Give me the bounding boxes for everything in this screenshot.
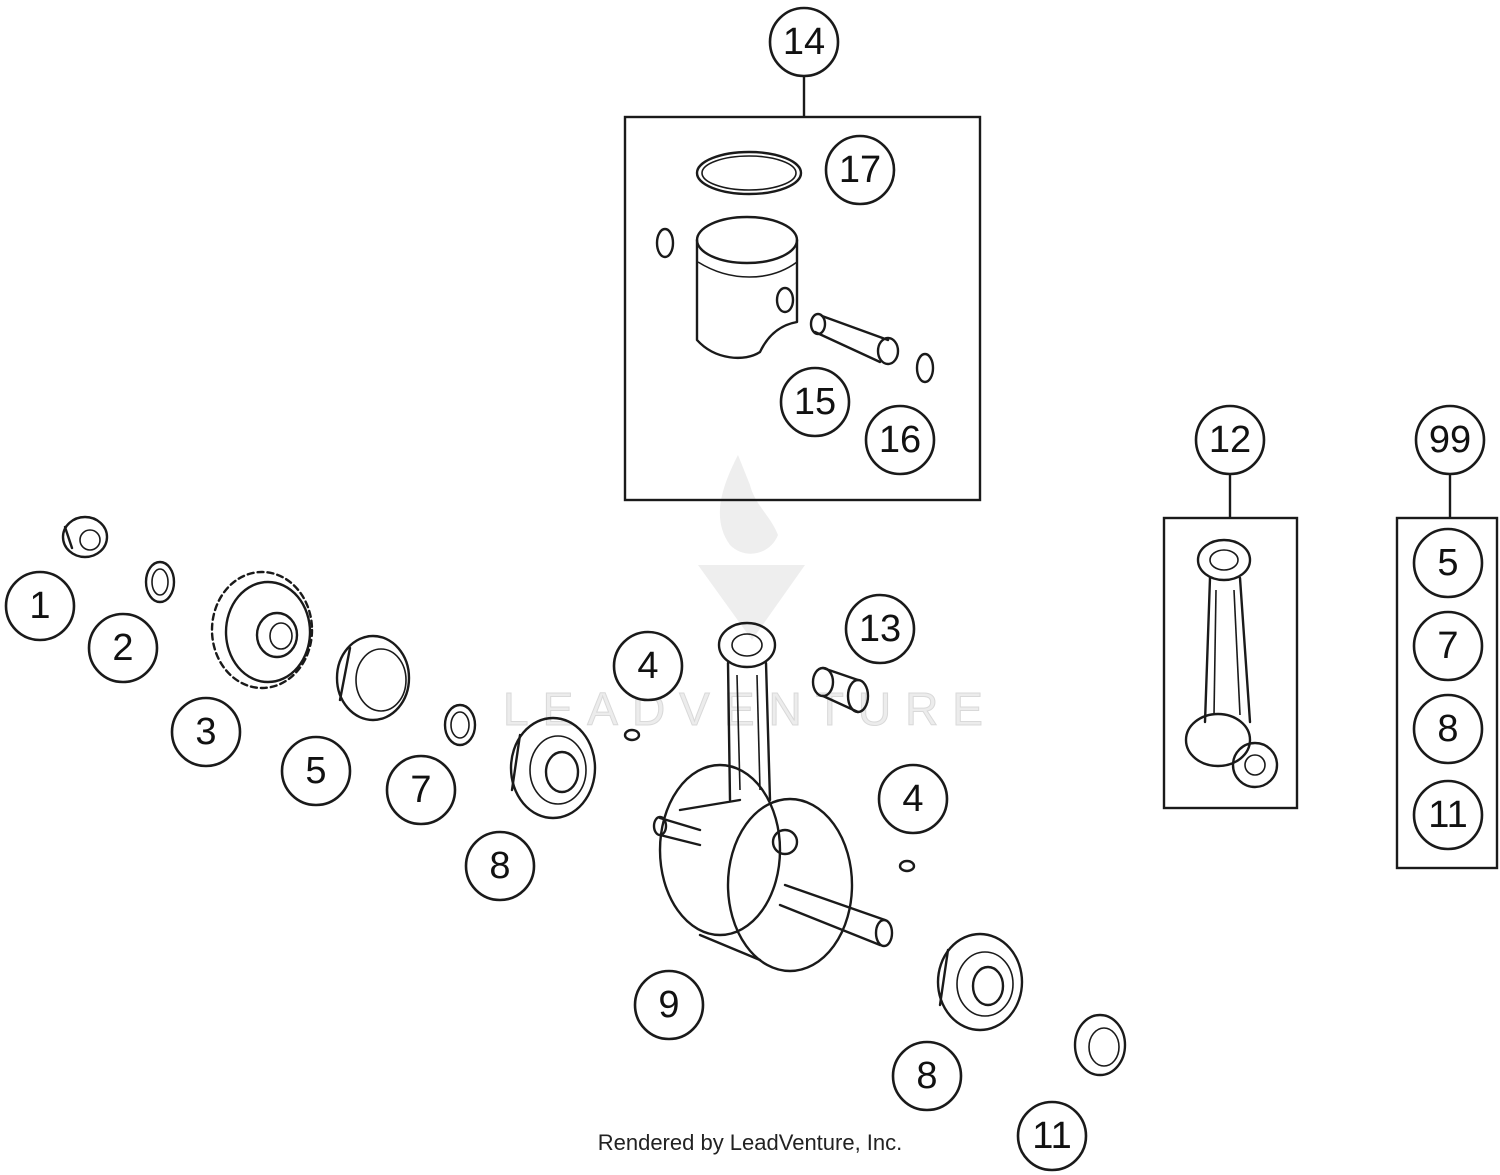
svg-text:4: 4 xyxy=(637,645,658,687)
main-bearing-left xyxy=(509,716,597,820)
kit-99-box xyxy=(1395,516,1499,870)
callout-3[interactable]: 3 xyxy=(170,696,242,768)
svg-text:4: 4 xyxy=(902,778,923,820)
callout-1[interactable]: 1 xyxy=(4,570,76,642)
svg-text:8: 8 xyxy=(1437,708,1458,750)
svg-text:16: 16 xyxy=(879,419,921,461)
spacer-ring xyxy=(443,703,477,747)
callout-11[interactable]: 11 xyxy=(1016,1100,1088,1172)
connecting-rod-spare xyxy=(1184,538,1279,789)
svg-text:9: 9 xyxy=(658,984,679,1026)
callout-99-7[interactable]: 7 xyxy=(1412,610,1484,682)
svg-text:7: 7 xyxy=(410,769,431,811)
piston-ring xyxy=(695,150,803,196)
lock-washer xyxy=(144,560,176,604)
callout-8-right[interactable]: 8 xyxy=(891,1040,963,1112)
svg-text:3: 3 xyxy=(195,711,216,753)
callout-99-5[interactable]: 5 xyxy=(1412,527,1484,599)
callout-99-11[interactable]: 11 xyxy=(1412,779,1484,851)
shaft-seal xyxy=(335,634,411,722)
svg-text:5: 5 xyxy=(1437,542,1458,584)
svg-text:13: 13 xyxy=(859,608,901,650)
kit-12-box xyxy=(1162,516,1299,810)
kit-14-group xyxy=(623,76,982,502)
crankshaft xyxy=(652,621,894,973)
kit-14-box xyxy=(623,115,982,502)
callout-15[interactable]: 15 xyxy=(779,366,851,438)
callout-2[interactable]: 2 xyxy=(87,612,159,684)
callout-99[interactable]: 99 xyxy=(1414,404,1486,476)
woodruff-key-upper xyxy=(623,728,641,742)
svg-text:8: 8 xyxy=(489,845,510,887)
footer-credit: Rendered by LeadVenture, Inc. xyxy=(598,1130,903,1155)
needle-bearing xyxy=(811,666,870,714)
svg-text:15: 15 xyxy=(794,381,836,423)
piston xyxy=(655,215,799,359)
callout-14[interactable]: 14 xyxy=(768,6,840,78)
svg-text:2: 2 xyxy=(112,627,133,669)
woodruff-key-lower xyxy=(898,859,916,873)
svg-text:14: 14 xyxy=(783,21,825,63)
kit-12-group xyxy=(1162,474,1299,810)
callout-16[interactable]: 16 xyxy=(864,404,936,476)
svg-text:8: 8 xyxy=(916,1055,937,1097)
nut xyxy=(61,515,109,559)
callout-4-upper[interactable]: 4 xyxy=(612,630,684,702)
svg-text:99: 99 xyxy=(1429,419,1471,461)
callout-99-8[interactable]: 8 xyxy=(1412,693,1484,765)
svg-text:17: 17 xyxy=(839,149,881,191)
callout-8-left[interactable]: 8 xyxy=(464,830,536,902)
callout-12[interactable]: 12 xyxy=(1194,404,1266,476)
main-bearing-right xyxy=(936,932,1024,1032)
svg-text:11: 11 xyxy=(1032,1115,1071,1157)
small-bearing xyxy=(1073,1013,1127,1077)
wrist-pin xyxy=(809,312,900,366)
circlips xyxy=(915,352,935,384)
svg-text:1: 1 xyxy=(29,585,50,627)
kit-99-group xyxy=(1395,474,1499,870)
svg-text:7: 7 xyxy=(1437,625,1458,667)
watermark-text: LEADVENTURE xyxy=(503,683,997,735)
svg-text:12: 12 xyxy=(1209,419,1251,461)
callout-17[interactable]: 17 xyxy=(824,134,896,206)
callout-5[interactable]: 5 xyxy=(280,735,352,807)
callout-4-lower[interactable]: 4 xyxy=(877,763,949,835)
svg-text:5: 5 xyxy=(305,750,326,792)
primary-gear xyxy=(210,570,314,690)
callout-7[interactable]: 7 xyxy=(385,754,457,826)
callout-13[interactable]: 13 xyxy=(844,593,916,665)
svg-text:11: 11 xyxy=(1428,794,1467,836)
callout-9[interactable]: 9 xyxy=(633,969,705,1041)
watermark: LEADVENTURE xyxy=(503,455,997,736)
callouts: 14 17 15 16 12 99 5 7 8 11 1 2 3 5 7 8 4… xyxy=(4,6,1486,1172)
